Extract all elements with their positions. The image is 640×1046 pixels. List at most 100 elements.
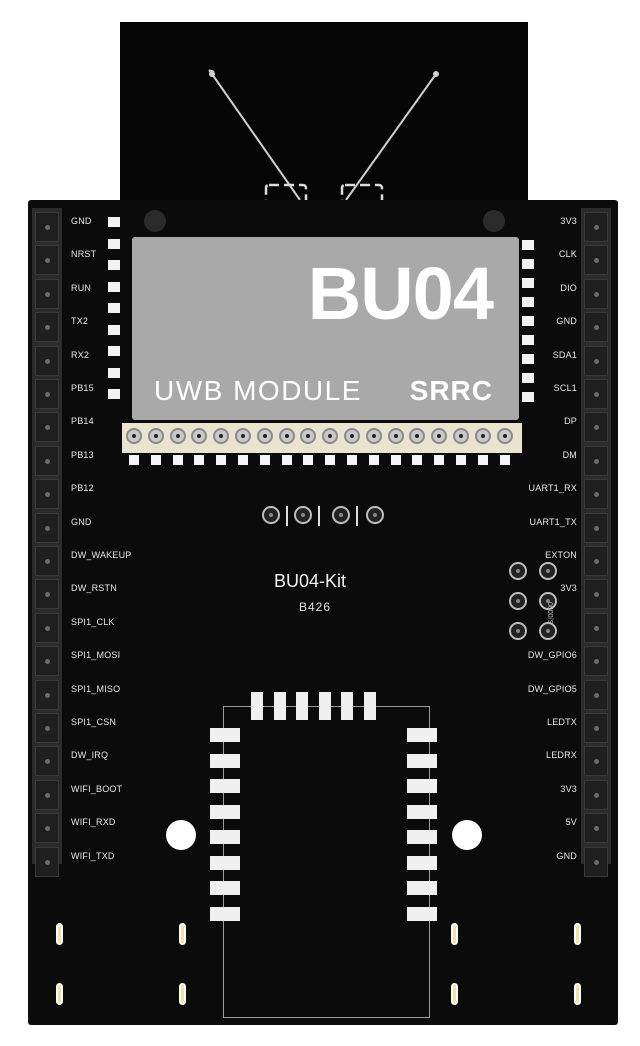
header-pin — [584, 278, 608, 309]
wifi-left-pad — [210, 804, 240, 819]
pin-label-right: DW_GPIO5 — [527, 683, 577, 694]
wifi-top-pad — [318, 692, 331, 720]
uwb-module: BU04 UWB MODULE SRRC — [132, 237, 519, 420]
slot-7 — [451, 983, 458, 1005]
header-pin — [35, 212, 59, 242]
header-pin — [35, 412, 59, 443]
castel-square — [259, 455, 270, 465]
pin-label-right: CLK — [558, 249, 577, 260]
right-pin-header — [581, 208, 611, 877]
header-pin — [584, 379, 608, 409]
side-pad — [108, 238, 120, 249]
header-pin — [584, 412, 608, 443]
wifi-right-pad — [407, 779, 437, 793]
side-pad — [522, 354, 534, 364]
pin-label-left: PB12 — [71, 483, 94, 494]
castel-square — [216, 455, 227, 465]
side-pad — [522, 335, 534, 345]
castel-via — [474, 428, 491, 444]
pin-label-right: GND — [556, 316, 577, 327]
header-pin — [35, 579, 59, 610]
kit-name: BU04-Kit — [274, 571, 347, 591]
header-pin — [584, 445, 608, 476]
castel-square — [390, 455, 401, 465]
slot-4 — [574, 923, 581, 945]
castel-square — [172, 455, 183, 465]
castel-square — [412, 455, 423, 465]
side-pad — [108, 260, 120, 270]
header-pin — [35, 746, 59, 777]
header-pin — [584, 813, 608, 844]
pin-label-left: SPI1_CLK — [71, 616, 115, 627]
pin-label-left: WIFI_BOOT — [71, 783, 123, 794]
slot-1 — [56, 923, 63, 945]
pin-label-left: GND — [71, 216, 92, 226]
pin-label-right: DP — [564, 416, 577, 427]
side-pad — [522, 240, 534, 250]
header-pin — [35, 546, 59, 576]
pin-label-right: DM — [562, 449, 577, 460]
pin-label-left: DW_RSTN — [71, 583, 117, 594]
castel-square — [499, 455, 510, 465]
header-pin — [584, 479, 608, 510]
header-pin — [584, 579, 608, 610]
castel-via — [169, 428, 186, 444]
slot-8 — [574, 983, 581, 1005]
castel-square — [477, 455, 488, 465]
side-pad — [522, 373, 534, 383]
side-pad — [522, 278, 534, 288]
wifi-left-pad — [210, 855, 240, 870]
pin-label-left: RUN — [71, 282, 92, 293]
module-subtitle: UWB MODULE — [154, 375, 362, 406]
header-pin — [35, 779, 59, 810]
header-pin — [584, 345, 608, 376]
pin-label-right: UART1_TX — [529, 516, 577, 527]
castel-via — [365, 428, 382, 444]
header-pin — [584, 546, 608, 576]
wifi-top-pad — [273, 692, 286, 720]
header-pin — [35, 612, 59, 643]
pin-label-left: SPI1_MOSI — [71, 650, 121, 661]
header-pin — [584, 679, 608, 710]
header-pin — [35, 646, 59, 677]
module-name: BU04 — [307, 252, 494, 335]
header-pin — [35, 278, 59, 309]
pin-label-right: EXTON — [545, 550, 577, 560]
rotated-text: 0000/S — [546, 602, 553, 625]
header-pin — [584, 646, 608, 677]
pin-label-right: 3V3 — [560, 216, 577, 226]
pin-label-left: DW_IRQ — [71, 750, 109, 761]
header-pin — [35, 846, 59, 877]
wifi-left-pad — [210, 779, 240, 793]
pin-label-right: LEDTX — [546, 717, 577, 727]
castel-square — [368, 455, 379, 465]
header-pin — [35, 512, 59, 543]
side-pad — [522, 316, 534, 326]
module-cert: SRRC — [409, 375, 493, 406]
wifi-left-pad — [210, 906, 240, 921]
pin-label-left: PB13 — [71, 449, 94, 460]
wifi-right-pad — [407, 881, 437, 895]
pin-label-right: LEDRX — [545, 750, 577, 761]
pin-label-left: DW_WAKEUP — [71, 550, 132, 560]
castel-via — [431, 428, 448, 444]
pin-label-left: PB14 — [71, 416, 94, 427]
castel-square — [456, 455, 466, 465]
wifi-top-pad — [363, 692, 376, 720]
side-pad — [108, 346, 120, 356]
wifi-right-pad — [407, 804, 437, 819]
pin-label-left: SPI1_CSN — [71, 717, 117, 727]
pin-label-left: RX2 — [71, 349, 90, 360]
castel-via — [191, 428, 208, 444]
pin-label-right: SDA1 — [552, 349, 577, 360]
header-pin — [584, 212, 608, 242]
header-pin — [35, 713, 59, 743]
wifi-left-pad — [210, 753, 240, 768]
pin-label-right: DW_GPIO6 — [527, 650, 577, 661]
pin-label-left: PB15 — [71, 383, 94, 393]
wifi-top-pad — [251, 692, 263, 720]
castel-via — [322, 428, 339, 444]
header-pin — [35, 679, 59, 710]
side-pad — [108, 217, 120, 227]
side-pad — [522, 297, 534, 307]
